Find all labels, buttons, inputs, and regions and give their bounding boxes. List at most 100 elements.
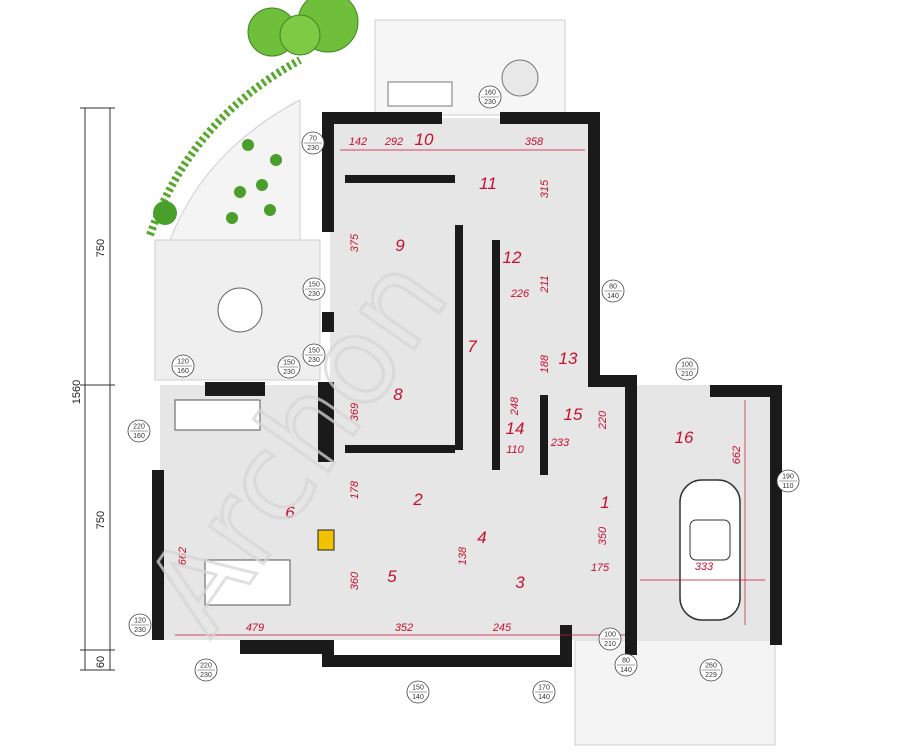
room-number-8: 8 <box>393 385 403 404</box>
opening-tag-bottom: 140 <box>412 694 424 701</box>
opening-tag-top: 190 <box>782 474 794 481</box>
dimension-label: 211 <box>539 275 551 294</box>
dimension-label: 138 <box>457 546 469 565</box>
dimension-label: 358 <box>525 136 544 148</box>
room-number-12: 12 <box>503 248 522 267</box>
opening-tag-top: 150 <box>308 348 320 355</box>
overall-dimension-label: 60 <box>95 656 107 668</box>
opening-tag-bottom: 110 <box>782 483 793 490</box>
room-number-16: 16 <box>675 428 694 447</box>
room-number-14: 14 <box>506 419 525 438</box>
dimension-label: 248 <box>509 396 521 416</box>
opening-tag-bottom: 140 <box>607 293 619 300</box>
room-number-3: 3 <box>515 573 525 592</box>
car-icon <box>679 479 741 621</box>
opening-tag-bottom: 160 <box>133 433 145 440</box>
dimension-label: 245 <box>492 622 512 634</box>
dimension-label: 662 <box>731 446 743 464</box>
opening-tag-top: 150 <box>308 282 320 289</box>
dimension-label: 178 <box>349 480 361 499</box>
room-number-9: 9 <box>395 236 405 255</box>
dimension-label: 479 <box>246 622 264 634</box>
room-number-13: 13 <box>559 349 578 368</box>
overall-dimension-label: 750 <box>95 239 107 257</box>
opening-tag-top: 100 <box>681 362 693 369</box>
opening-tag-top: 220 <box>200 663 212 670</box>
room-number-11: 11 <box>479 174 497 193</box>
opening-tag-bottom: 160 <box>177 368 189 375</box>
room-number-15: 15 <box>564 405 583 424</box>
opening-tag-top: 80 <box>609 284 617 291</box>
opening-tag-bottom: 210 <box>681 371 693 378</box>
dimension-label: 352 <box>395 622 413 634</box>
opening-tags: 1602307023080140150230150230120160150230… <box>127 85 800 704</box>
opening-tag-bottom: 229 <box>705 672 717 679</box>
overall-dimension-labels: 1560 750 750 60 <box>71 239 107 668</box>
dimension-label: 360 <box>349 571 361 590</box>
opening-tag-top: 220 <box>133 424 145 431</box>
opening-tag-top: 120 <box>134 618 146 625</box>
dimension-label: 333 <box>695 561 714 573</box>
overall-dimension-label: 750 <box>95 511 107 529</box>
overall-dimension-label: 1560 <box>71 380 83 404</box>
fireplace-icon <box>317 529 335 551</box>
dimension-label: 350 <box>597 526 609 545</box>
opening-tag-top: 100 <box>604 632 616 639</box>
dimension-label: 315 <box>539 179 551 198</box>
opening-tag-top: 80 <box>622 658 630 665</box>
dimension-label: 292 <box>384 136 403 148</box>
room-number-4: 4 <box>477 528 486 547</box>
room-number-1: 1 <box>600 493 609 512</box>
opening-tag-bottom: 230 <box>200 672 212 679</box>
opening-tag-bottom: 230 <box>307 145 319 152</box>
opening-tag-top: 150 <box>412 685 424 692</box>
dimension-label: 188 <box>539 354 551 373</box>
garden <box>146 0 566 241</box>
opening-tag-top: 150 <box>283 360 295 367</box>
dimension-label: 142 <box>349 136 367 148</box>
dimension-label: 220 <box>597 410 609 430</box>
dimension-label: 110 <box>506 444 524 456</box>
room-number-5: 5 <box>387 567 397 586</box>
room-number-7: 7 <box>467 337 477 356</box>
opening-tag-bottom: 230 <box>484 99 496 106</box>
room-number-2: 2 <box>412 490 423 509</box>
opening-tag-top: 70 <box>309 136 317 143</box>
room-number-10: 10 <box>415 130 434 149</box>
overall-dimension-lines <box>80 107 115 671</box>
dining-table <box>204 559 291 606</box>
dimension-label: 662 <box>177 547 189 565</box>
sofa <box>174 399 261 431</box>
dimension-label: 233 <box>550 437 570 449</box>
dimension-label: 226 <box>510 288 530 300</box>
dimension-label: 375 <box>349 233 361 252</box>
opening-tag-top: 120 <box>177 359 189 366</box>
opening-tag-bottom: 230 <box>308 357 320 364</box>
opening-tag-bottom: 140 <box>538 694 550 701</box>
opening-tag-top: 260 <box>705 663 717 670</box>
opening-tag-bottom: 230 <box>134 627 146 634</box>
opening-tag-bottom: 210 <box>604 641 616 648</box>
room-number-6: 6 <box>285 503 295 522</box>
dimension-lines <box>175 149 765 636</box>
